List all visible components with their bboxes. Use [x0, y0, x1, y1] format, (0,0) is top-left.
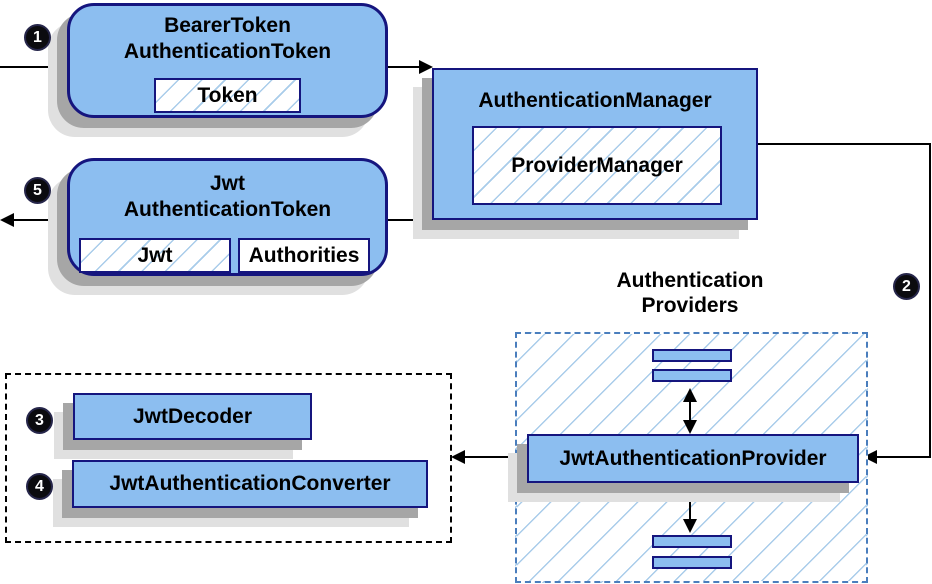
authentication-manager-node: AuthenticationManager ProviderManager [432, 68, 758, 220]
jwt-token-title-line2: AuthenticationToken [123, 198, 332, 221]
bearer-token-title-line2: AuthenticationToken [123, 40, 332, 63]
provider-placeholder-bar [652, 535, 732, 548]
arrowhead-up-icon [683, 487, 697, 501]
arrowhead-down-icon [683, 519, 697, 533]
provider-bottom-link-line [689, 497, 691, 523]
jwt-authentication-converter-node: JwtAuthenticationConverter [72, 460, 428, 508]
jwt-field: Jwt [79, 238, 231, 273]
jwt-authentication-token-node: Jwt AuthenticationToken Jwt Authorities [67, 158, 388, 276]
step-badge-4: 4 [26, 473, 53, 500]
jwt-field-label: Jwt [137, 243, 173, 267]
jwt-authentication-converter-title: JwtAuthenticationConverter [109, 472, 391, 495]
provider-placeholder-bar [652, 556, 732, 569]
jwt-authentication-provider-node: JwtAuthenticationProvider [527, 434, 859, 483]
provider-manager-field-label: ProviderManager [511, 153, 683, 177]
jwt-decoder-title: JwtDecoder [132, 404, 253, 428]
jwt-token-title: Jwt AuthenticationToken [70, 161, 385, 223]
step-badge-2: 2 [893, 273, 920, 300]
provider-to-helpers-line [463, 456, 527, 458]
arrowhead-down-icon [683, 420, 697, 434]
token-field: Token [154, 78, 301, 113]
authorities-field: Authorities [238, 238, 370, 273]
incoming-request-line [0, 66, 67, 68]
jwt-token-title-line1: Jwt [209, 172, 245, 195]
manager-to-token-line [388, 219, 432, 221]
authentication-manager-title: AuthenticationManager [478, 89, 712, 112]
bearer-token-authentication-token-node: BearerToken AuthenticationToken Token [67, 3, 388, 118]
authentication-providers-label-line1: Authentication [616, 269, 764, 292]
manager-to-provider-line-top [758, 143, 931, 145]
bearer-token-title-line1: BearerToken [164, 14, 291, 37]
provider-top-link-line [689, 398, 691, 424]
authentication-providers-label-line2: Providers [641, 294, 739, 317]
step-badge-3-number: 3 [35, 411, 44, 429]
arrowhead-left-icon [0, 213, 14, 227]
step-badge-1-number: 1 [33, 28, 42, 46]
manager-to-provider-line-bottom [876, 456, 931, 458]
provider-placeholder-bar [652, 369, 732, 382]
outgoing-token-line [12, 219, 67, 221]
step-badge-1: 1 [24, 24, 51, 51]
jwt-authentication-provider-title: JwtAuthenticationProvider [559, 446, 827, 470]
helpers-group-box [5, 373, 452, 543]
arrowhead-left-icon [451, 450, 465, 464]
manager-to-provider-line-vertical [929, 143, 931, 458]
step-badge-5-number: 5 [33, 181, 42, 199]
jwt-decoder-node: JwtDecoder [73, 393, 312, 440]
bearer-token-title: BearerToken AuthenticationToken [70, 6, 385, 65]
step-badge-2-number: 2 [902, 277, 911, 295]
provider-placeholder-bar [652, 349, 732, 362]
provider-manager-field: ProviderManager [472, 126, 722, 205]
arrowhead-right-icon [419, 60, 433, 74]
arrowhead-up-icon [683, 388, 697, 402]
authorities-field-label: Authorities [248, 243, 360, 267]
bearer-to-manager-line [388, 66, 420, 68]
authentication-providers-label: Authentication Providers [565, 268, 815, 318]
token-field-label: Token [197, 83, 258, 107]
step-badge-3: 3 [26, 407, 53, 434]
step-badge-4-number: 4 [35, 477, 44, 495]
step-badge-5: 5 [24, 177, 51, 204]
